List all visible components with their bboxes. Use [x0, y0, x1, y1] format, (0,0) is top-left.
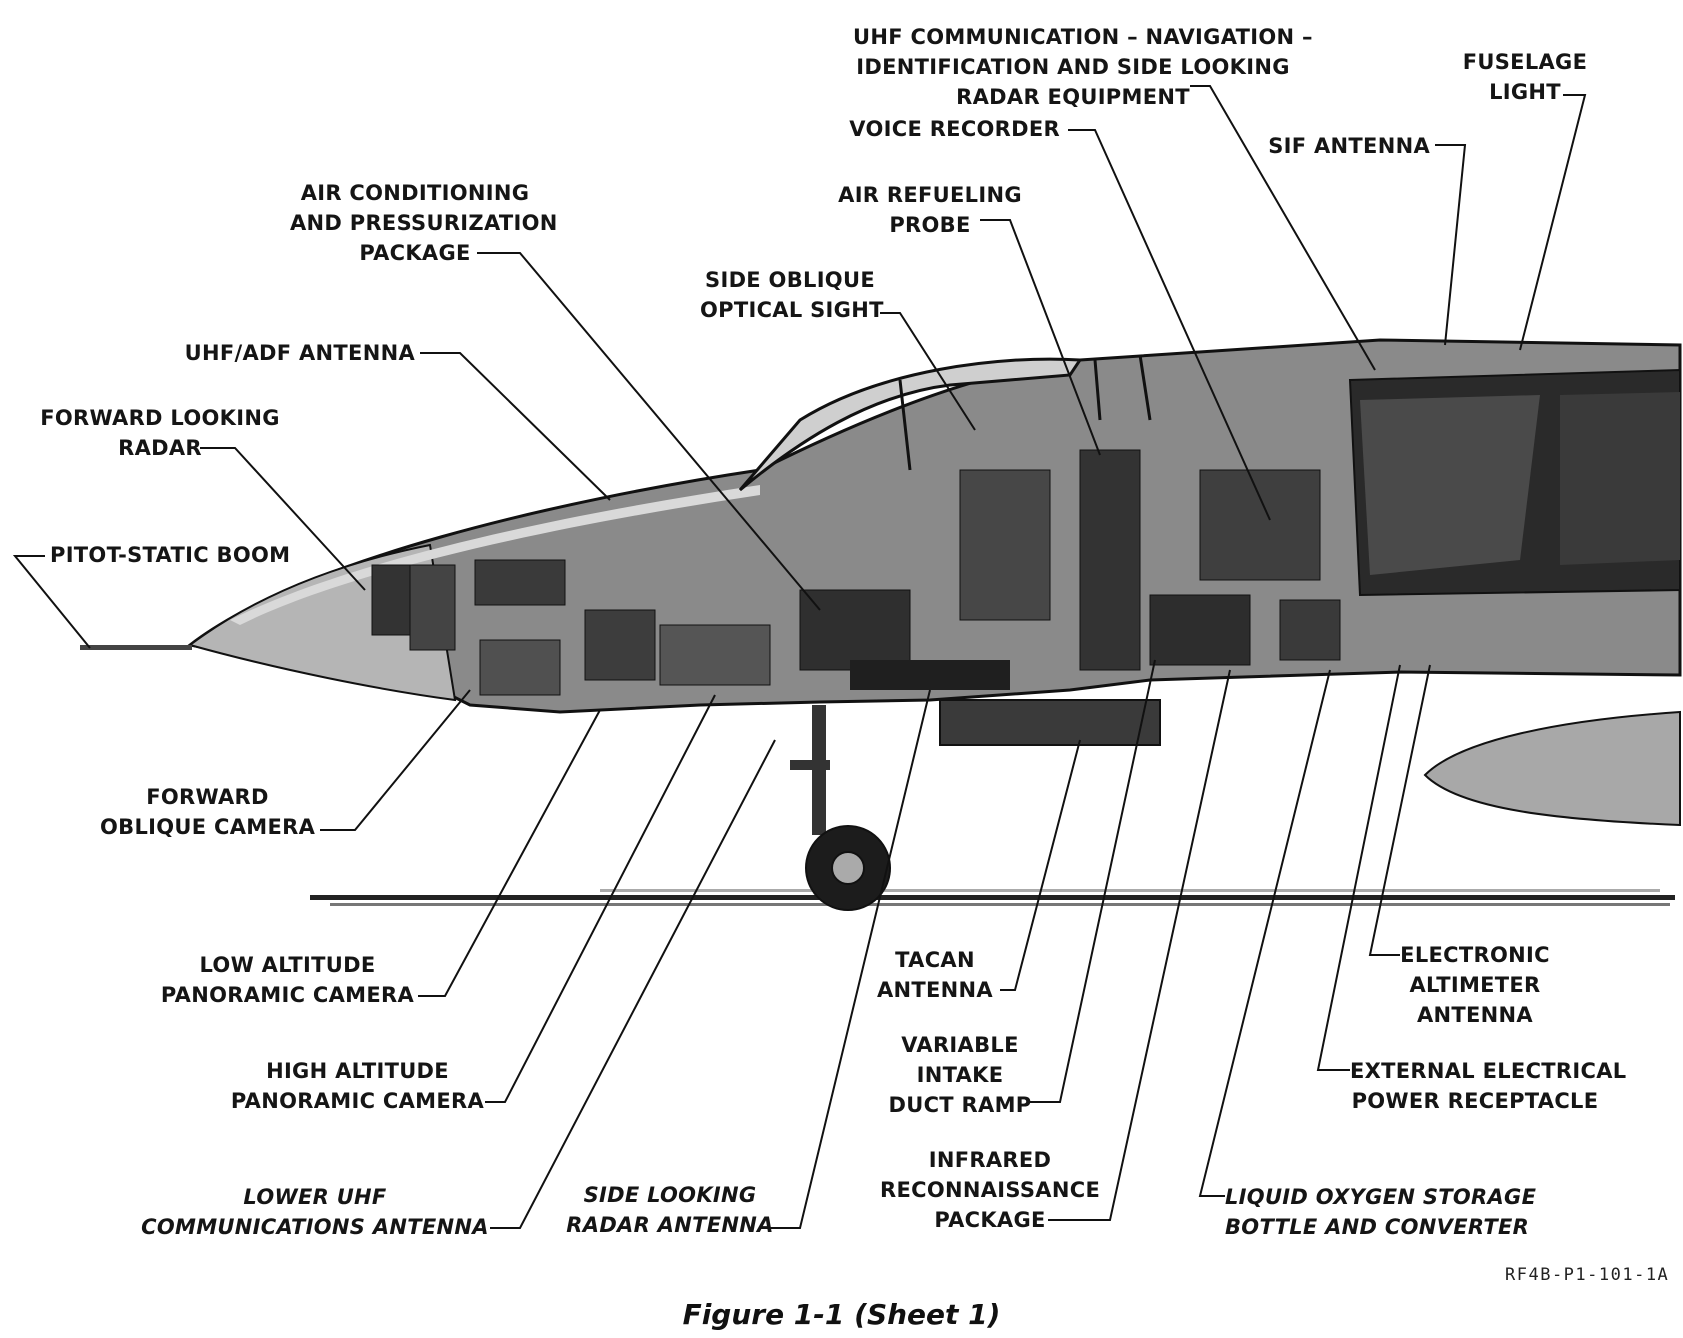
label-line: PROBE	[889, 213, 971, 237]
label-line: SIDE OBLIQUE	[705, 268, 875, 292]
leader-lines	[12, 85, 1587, 1229]
label-line: ELECTRONIC	[1400, 943, 1550, 967]
ground-line	[310, 889, 1675, 906]
leader-uhf-comm-nav	[1190, 85, 1376, 371]
reference-code: RF4B-P1-101-1A	[1505, 1265, 1670, 1285]
label-line: PITOT-STATIC BOOM	[50, 543, 291, 567]
leader-liquid-oxygen	[1198, 669, 1331, 1197]
fuselage	[80, 338, 1682, 827]
label-line: IDENTIFICATION AND SIDE LOOKING	[856, 55, 1290, 79]
leader-voice-recorder	[1068, 129, 1271, 521]
label-line: VARIABLE	[901, 1033, 1019, 1057]
label-line: EXTERNAL ELECTRICAL	[1350, 1059, 1627, 1083]
leader-infrared-recon	[1048, 669, 1231, 1221]
label-line: ALTIMETER	[1409, 973, 1541, 997]
label-pitot-static: PITOT-STATIC BOOM	[50, 540, 290, 570]
label-air-refueling: AIR REFUELING PROBE	[830, 180, 1030, 240]
label-sif-antenna: SIF ANTENNA	[1240, 131, 1430, 161]
leader-sif-antenna	[1435, 144, 1467, 346]
label-line: UHF COMMUNICATION – NAVIGATION –	[853, 25, 1313, 49]
label-uhf-comm-nav: UHF COMMUNICATION – NAVIGATION – IDENTIF…	[853, 22, 1313, 112]
label-low-alt-camera: LOW ALTITUDE PANORAMIC CAMERA	[160, 950, 415, 1010]
leader-high-alt-camera	[485, 694, 716, 1103]
nose-landing-gear	[790, 705, 891, 911]
label-high-alt-camera: HIGH ALTITUDE PANORAMIC CAMERA	[230, 1056, 485, 1116]
label-air-conditioning: AIR CONDITIONING AND PRESSURIZATION PACK…	[290, 178, 558, 268]
label-line: PANORAMIC CAMERA	[230, 1089, 485, 1113]
label-line: RADAR ANTENNA	[566, 1213, 774, 1237]
leader-side-looking-radar	[770, 689, 931, 1229]
leader-uhf-adf	[420, 352, 611, 501]
leader-low-alt-camera	[418, 709, 601, 997]
label-infrared-recon: INFRARED RECONNAISSANCE PACKAGE	[880, 1145, 1100, 1235]
label-line: FUSELAGE	[1462, 50, 1588, 74]
label-line: LIQUID OXYGEN STORAGE	[1225, 1185, 1537, 1209]
label-line: SIDE LOOKING	[583, 1183, 757, 1207]
label-line: AND PRESSURIZATION	[290, 211, 558, 235]
leader-electronic-altimeter	[1368, 664, 1431, 956]
label-forward-oblique-camera: FORWARD OBLIQUE CAMERA	[100, 782, 315, 842]
label-line: PANORAMIC CAMERA	[160, 983, 415, 1007]
label-line: AIR REFUELING	[838, 183, 1022, 207]
label-line: INFRARED	[928, 1148, 1052, 1172]
leader-lower-uhf	[490, 739, 776, 1229]
label-line: PACKAGE	[934, 1208, 1046, 1232]
figure-caption: Figure 1-1 (Sheet 1)	[682, 1298, 1001, 1331]
label-liquid-oxygen: LIQUID OXYGEN STORAGE BOTTLE AND CONVERT…	[1225, 1182, 1537, 1242]
leader-air-conditioning	[477, 252, 821, 611]
label-line: PACKAGE	[359, 241, 471, 265]
label-uhf-adf: UHF/ADF ANTENNA	[180, 338, 415, 368]
label-fuselage-light: FUSELAGE LIGHT	[1460, 47, 1590, 107]
label-line: POWER RECEPTACLE	[1351, 1089, 1599, 1113]
label-voice-recorder: VOICE RECORDER	[820, 114, 1060, 144]
label-tacan: TACAN ANTENNA	[870, 945, 1000, 1005]
label-line: BOTTLE AND CONVERTER	[1225, 1215, 1530, 1239]
label-line: LOWER UHF	[243, 1185, 387, 1209]
leader-variable-intake	[1030, 659, 1156, 1103]
label-line: OPTICAL SIGHT	[700, 298, 884, 322]
label-line: FORWARD LOOKING	[40, 406, 280, 430]
label-line: FORWARD	[146, 785, 269, 809]
label-electronic-altimeter: ELECTRONIC ALTIMETER ANTENNA	[1400, 940, 1550, 1030]
leader-pitot-static	[12, 555, 91, 649]
label-side-oblique-sight: SIDE OBLIQUE OPTICAL SIGHT	[700, 265, 884, 325]
leader-side-oblique-sight	[880, 312, 976, 431]
label-line: COMMUNICATIONS ANTENNA	[141, 1215, 489, 1239]
leader-external-power	[1316, 664, 1401, 1071]
label-line: LIGHT	[1489, 80, 1561, 104]
label-forward-radar: FORWARD LOOKING RADAR	[40, 403, 280, 463]
label-line: UHF/ADF ANTENNA	[184, 341, 415, 365]
label-line: LOW ALTITUDE	[199, 953, 376, 977]
label-line: ANTENNA	[876, 978, 993, 1002]
label-line: ANTENNA	[1416, 1003, 1533, 1027]
label-lower-uhf: LOWER UHF COMMUNICATIONS ANTENNA	[140, 1182, 490, 1242]
label-line: HIGH ALTITUDE	[266, 1059, 449, 1083]
label-line: AIR CONDITIONING	[300, 181, 530, 205]
label-line: RADAR	[118, 436, 202, 460]
label-side-looking-radar: SIDE LOOKING RADAR ANTENNA	[560, 1180, 780, 1240]
leader-forward-radar	[200, 447, 366, 591]
label-line: RECONNAISSANCE	[880, 1178, 1101, 1202]
label-line: TACAN	[895, 948, 975, 972]
leader-forward-oblique-camera	[320, 689, 471, 831]
leader-air-refueling	[980, 219, 1101, 456]
label-line: VOICE RECORDER	[849, 117, 1060, 141]
leader-tacan	[1000, 739, 1081, 991]
label-line: INTAKE	[916, 1063, 1004, 1087]
label-line: RADAR EQUIPMENT	[956, 85, 1190, 109]
leader-fuselage-light	[1519, 94, 1587, 351]
label-external-power: EXTERNAL ELECTRICAL POWER RECEPTACLE	[1350, 1056, 1627, 1116]
label-line: DUCT RAMP	[888, 1093, 1032, 1117]
label-line: SIF ANTENNA	[1268, 134, 1430, 158]
label-line: OBLIQUE CAMERA	[100, 815, 316, 839]
label-variable-intake: VARIABLE INTAKE DUCT RAMP	[880, 1030, 1040, 1120]
